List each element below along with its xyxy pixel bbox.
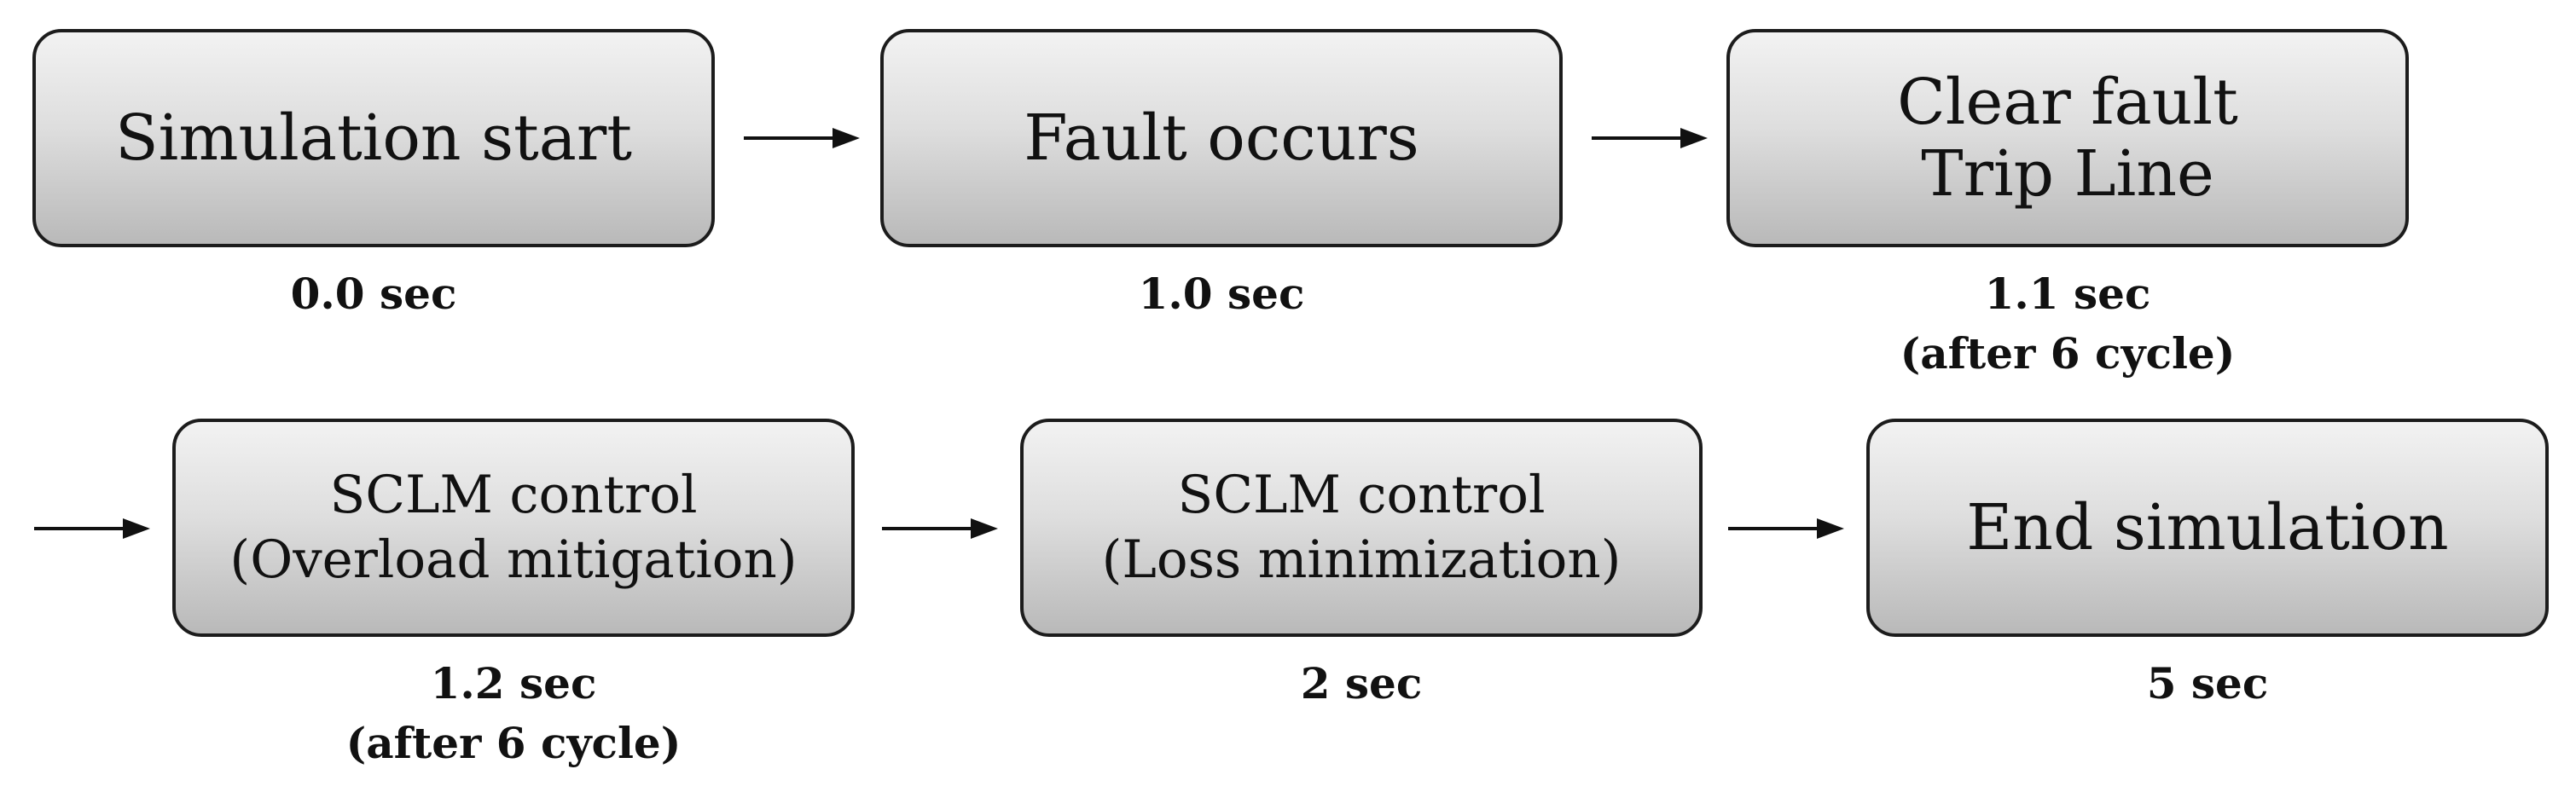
arrow-right-icon: [34, 518, 150, 539]
flow-arrow: [34, 516, 150, 541]
step-time-fault-occurs: 1.0 sec: [880, 264, 1563, 324]
step-time-end-simulation: 5 sec: [1866, 654, 2549, 714]
time-note: (after 6 cycle): [1900, 328, 2236, 379]
flow-arrow: [744, 125, 860, 151]
step-time-sclm-overload: 1.2 sec (after 6 cycle): [172, 654, 855, 773]
step-end-simulation: End simulation: [1866, 419, 2549, 637]
step-label: Fault occurs: [1024, 101, 1419, 175]
arrow-right-icon: [1592, 128, 1708, 148]
step-label-line-2: (Loss minimization): [1101, 529, 1622, 590]
step-time-sclm-loss: 2 sec: [1020, 654, 1703, 714]
flow-arrow: [882, 516, 998, 541]
step-label: Simulation start: [114, 101, 633, 175]
step-label-line-1: SCLM control: [1177, 465, 1546, 525]
step-label-line-1: Clear fault: [1897, 66, 2238, 139]
flow-arrow: [1728, 516, 1844, 541]
time-label: 5 sec: [2146, 658, 2269, 708]
flow-arrow: [1592, 125, 1708, 151]
step-time-simulation-start: 0.0 sec: [32, 264, 715, 324]
time-label: 1.2 sec: [430, 658, 597, 708]
time-label: 0.0 sec: [290, 269, 457, 319]
arrow-right-icon: [882, 518, 998, 539]
step-label-line-1: SCLM control: [329, 465, 698, 525]
step-sclm-loss-minimization: SCLM control (Loss minimization): [1020, 419, 1703, 637]
time-label: 2 sec: [1300, 658, 1423, 708]
arrow-right-icon: [744, 128, 860, 148]
step-clear-fault: Clear fault Trip Line: [1726, 29, 2409, 247]
time-label: 1.1 sec: [1984, 269, 2151, 319]
step-simulation-start: Simulation start: [32, 29, 715, 247]
step-sclm-overload-mitigation: SCLM control (Overload mitigation): [172, 419, 855, 637]
step-time-clear-fault: 1.1 sec (after 6 cycle): [1726, 264, 2409, 384]
step-fault-occurs: Fault occurs: [880, 29, 1563, 247]
step-label-line-2: Trip Line: [1921, 137, 2214, 211]
step-label: End simulation: [1966, 491, 2449, 564]
step-label-line-2: (Overload mitigation): [229, 529, 798, 590]
arrow-right-icon: [1728, 518, 1844, 539]
time-note: (after 6 cycle): [345, 718, 682, 768]
time-label: 1.0 sec: [1138, 269, 1305, 319]
